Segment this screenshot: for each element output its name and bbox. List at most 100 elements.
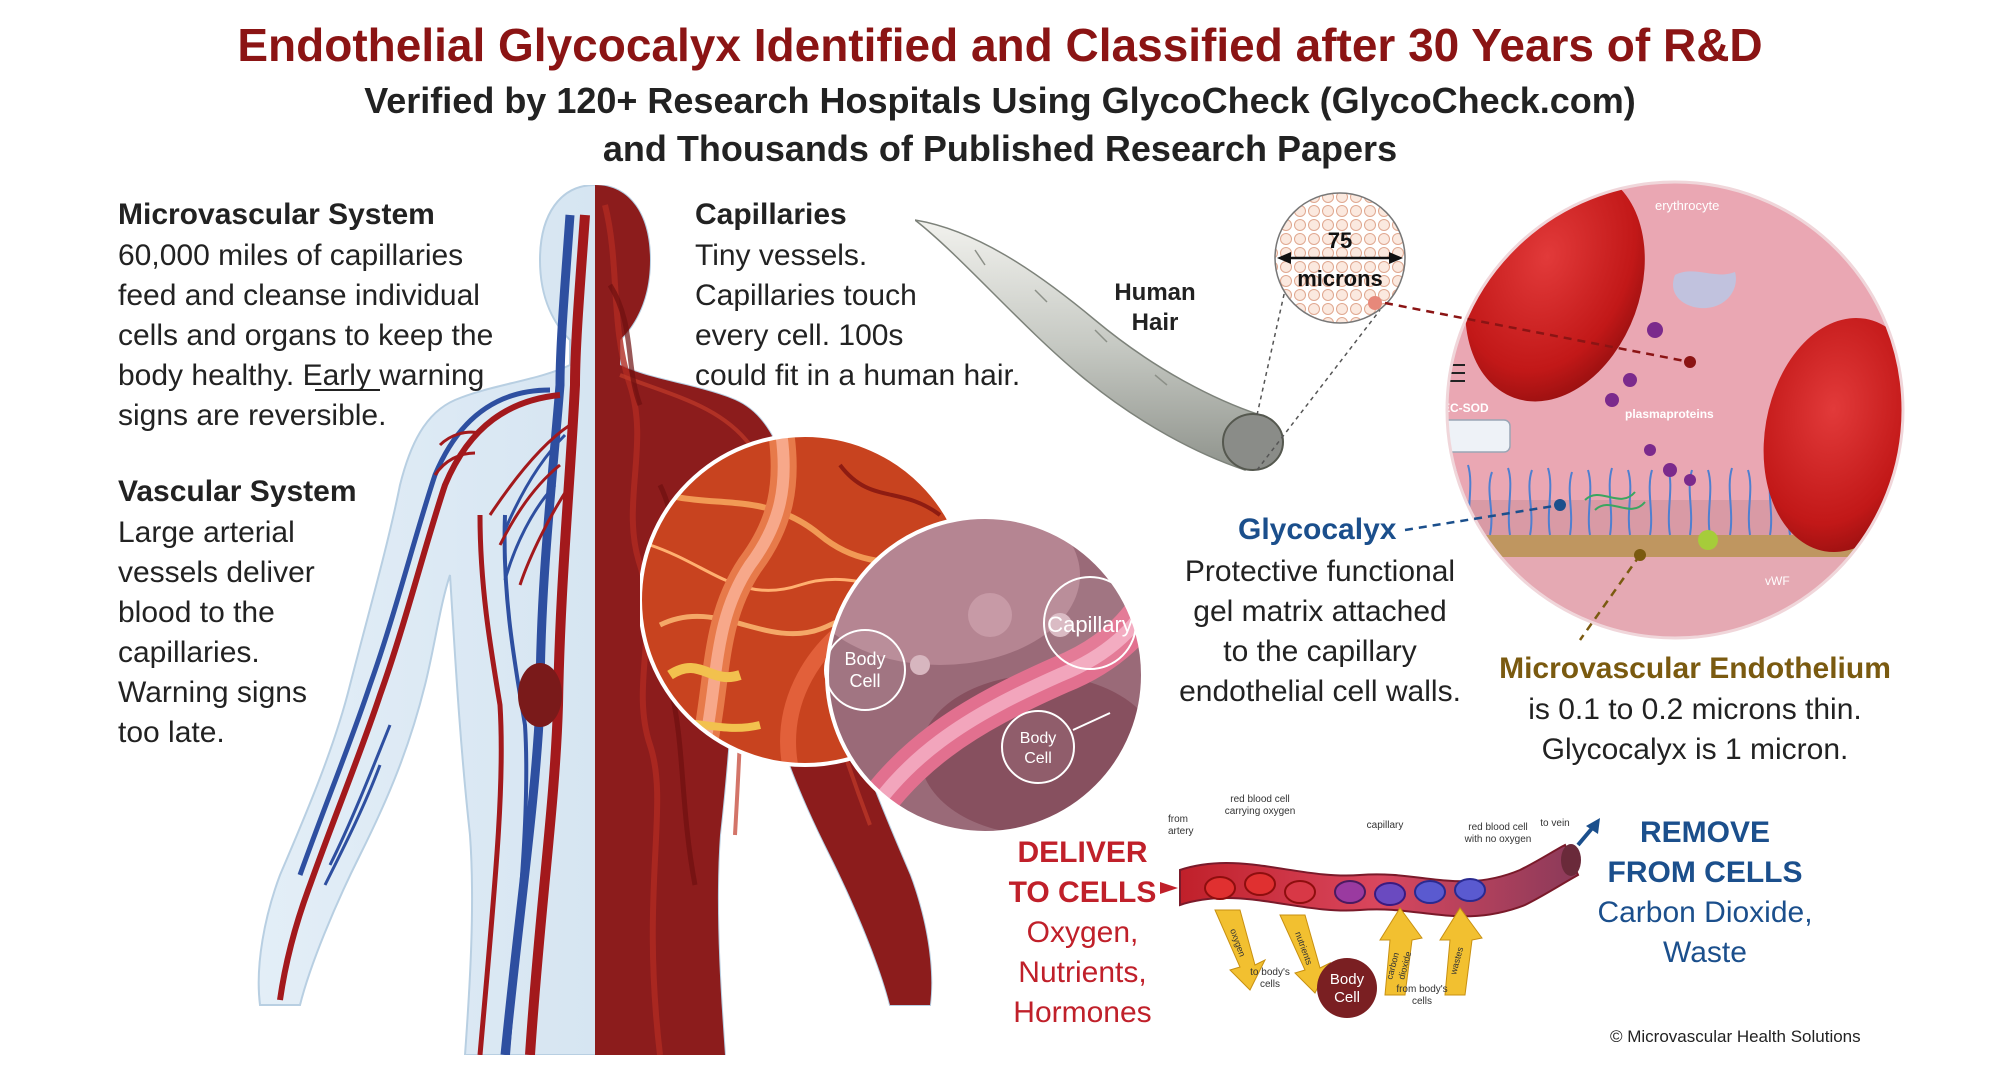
hair-size-number: 75 — [1328, 228, 1352, 253]
glycocalyx-connector — [1404, 503, 1561, 532]
human-hair-illustration: Human Hair 75 microns — [915, 192, 1406, 471]
zoom-guide-line — [1256, 309, 1381, 471]
text-line: vessels deliver — [118, 556, 315, 589]
to-body-cells-label-2: cells — [1260, 979, 1280, 990]
human-hair-label-1: Human — [1114, 279, 1195, 306]
endothelium-description: is 0.1 to 0.2 microns thin. Glycocalyx i… — [1470, 690, 1920, 770]
glycocalyx-description: Protective functional gel matrix attache… — [1160, 552, 1480, 712]
capillaries-description: Tiny vessels. Capillaries touch every ce… — [695, 236, 1020, 396]
text-line: gel matrix attached — [1193, 595, 1447, 628]
text-line: Tiny vessels. — [695, 239, 868, 272]
vascular-system-half — [277, 214, 590, 1055]
text-line: Glycocalyx is 1 micron. — [1541, 733, 1849, 766]
remove-heading-1: REMOVE — [1639, 816, 1771, 849]
vascular-description: Large arterial vessels deliver blood to … — [118, 513, 315, 753]
vascular-heading: Vascular System — [118, 475, 357, 508]
text-line: capillaries. — [118, 636, 260, 669]
to-vein-label: to vein — [1540, 818, 1569, 829]
body-cell-label-ring-2 — [1001, 710, 1075, 784]
body-cell-label-ring-1 — [824, 629, 906, 711]
deliver-heading-1: DELIVER — [1017, 836, 1148, 869]
capillary-flow-label: capillary — [1367, 820, 1404, 831]
body-cell-label: Cell — [1334, 989, 1360, 1006]
ec-sod-tube — [1447, 419, 1511, 453]
exchange-arrows — [1214, 907, 1483, 996]
text-line: Oxygen, — [1026, 916, 1139, 949]
to-body-cells-label-1: to body's — [1250, 967, 1290, 978]
text-line: Large arterial — [118, 516, 295, 549]
from-artery-label-1: from — [1168, 814, 1188, 825]
endothelium-heading: Microvascular Endothelium — [1499, 652, 1891, 685]
ec-sod-label: EC-SOD — [1442, 401, 1489, 415]
remove-block: REMOVE FROM CELLS Carbon Dioxide, Waste — [1590, 813, 1820, 973]
text-line: every cell. 100s — [695, 319, 904, 352]
hair-to-cell-connector — [1384, 301, 1691, 364]
text-line: feed and cleanse individual — [118, 279, 480, 312]
vwf-label: vWF — [1765, 574, 1790, 588]
text-line: too late. — [118, 716, 225, 749]
text-line: 60,000 miles of capillaries — [118, 239, 464, 272]
body-cell-circle-small: Body Cell — [1317, 958, 1377, 1018]
human-hair-label-2: Hair — [1132, 309, 1179, 336]
microvascular-description: 60,000 miles of capillaries feed and cle… — [118, 236, 493, 436]
plasmaprotein-dots — [1605, 322, 1696, 486]
vessel-end — [1561, 844, 1581, 876]
inflow-arrow — [1160, 882, 1178, 894]
capillary-zoom-label: Capillary — [1047, 612, 1133, 637]
plasmaproteins-label: plasmaproteins — [1625, 407, 1714, 421]
endothelium-connector — [1578, 554, 1642, 641]
text-line: signs are reversible. — [118, 399, 387, 432]
microvascular-heading: Microvascular System — [118, 198, 435, 231]
text-line: Protective functional — [1184, 555, 1456, 588]
body-cell-label-1a: Body — [844, 649, 885, 669]
erythrocyte-label: erythrocyte — [1655, 198, 1719, 213]
glycocalyx-heading: Glycocalyx — [1238, 513, 1397, 546]
body-cell-label-2a: Body — [1020, 730, 1056, 747]
rbc-oxygen-label-2: carrying oxygen — [1225, 806, 1296, 817]
text-line: body healthy. Early warning — [118, 359, 485, 392]
rbc-oxygenated — [1204, 872, 1316, 904]
body-cell-label-1b: Cell — [849, 671, 880, 691]
text-line: to the capillary — [1223, 635, 1417, 668]
text-line: could fit in a human hair. — [695, 359, 1021, 392]
from-body-cells-label-1: from body's — [1396, 984, 1447, 995]
kidney-icon — [518, 663, 562, 727]
text-line: is 0.1 to 0.2 microns thin. — [1528, 693, 1862, 726]
deliver-heading-2: TO CELLS — [1008, 876, 1157, 909]
text-line: Hormones — [1013, 996, 1152, 1029]
text-line: blood to the — [118, 596, 275, 629]
text-line: Waste — [1663, 936, 1747, 969]
body-cell-label: Body — [1330, 971, 1365, 988]
rbc-oxygen-label-1: red blood cell — [1230, 794, 1289, 805]
pointer-line — [1072, 712, 1111, 731]
text-line: endothelial cell walls. — [1179, 675, 1461, 708]
capillary-zoom-circles: Capillary Body Cell Body Cell — [640, 433, 1145, 835]
page-title: Endothelial Glycocalyx Identified and Cl… — [237, 19, 1763, 71]
vwf-dot — [1698, 530, 1718, 550]
text-line: Carbon Dioxide, — [1597, 896, 1813, 929]
page-subtitle-line2: and Thousands of Published Research Pape… — [602, 128, 1398, 169]
capillary-label-ring — [1043, 576, 1137, 670]
capillary-vessel — [1179, 843, 1580, 918]
from-body-cells-label-2: cells — [1412, 996, 1432, 1007]
body-cell-label-2b: Cell — [1024, 750, 1052, 767]
capillaries-heading: Capillaries — [695, 198, 847, 231]
page-subtitle-line1: Verified by 120+ Research Hospitals Usin… — [364, 80, 1636, 121]
deliver-block: DELIVER TO CELLS Oxygen, Nutrients, Horm… — [1000, 833, 1165, 1033]
hair-magnified-circle: 75 microns — [1274, 192, 1406, 324]
hair-size-unit: microns — [1297, 266, 1383, 291]
capillary-flow-diagram: from artery red blood cell carrying oxyg… — [1160, 794, 1600, 1018]
text-line: Capillaries touch — [695, 279, 917, 312]
text-line: Warning signs — [118, 676, 307, 709]
glycocalyx-micro-circle: erythrocyte EC-SOD plasmaproteins vWF as… — [1442, 180, 1905, 640]
text-line: Nutrients, — [1018, 956, 1147, 989]
rbc-deoxygenated — [1334, 878, 1486, 906]
remove-heading-2: FROM CELLS — [1607, 856, 1803, 889]
copyright-text: © Microvascular Health Solutions — [1610, 1027, 1861, 1046]
text-line: cells and organs to keep the — [118, 319, 494, 352]
rbc-no-oxygen-label-1: red blood cell — [1468, 822, 1527, 833]
endothelium-layer — [1447, 535, 1903, 557]
zoom-guide-line — [1256, 289, 1286, 416]
rbc-no-oxygen-label-2: with no oxygen — [1464, 834, 1532, 845]
